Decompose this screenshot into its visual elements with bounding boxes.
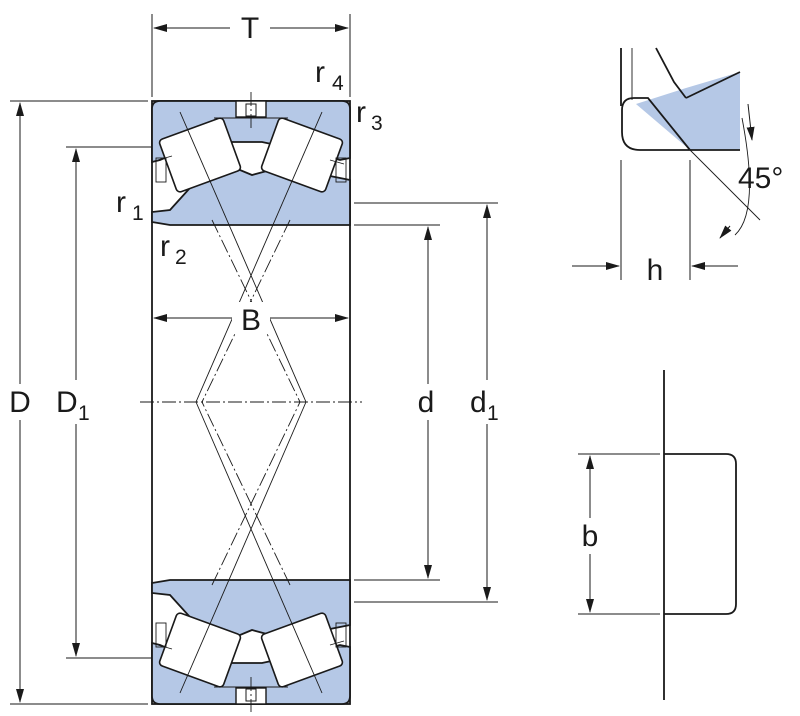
chamfer-detail-view: 45° h [572,47,783,287]
groove-detail-view: b [574,370,737,700]
label-D: D [9,386,31,419]
label-d: d [418,386,435,419]
label-r4-sub: 4 [332,72,344,95]
label-r2-sub: 2 [175,246,187,269]
cage-end-left-top [155,157,167,183]
roller-top-right [260,117,344,193]
bottom-ring-section [151,579,351,705]
cage-end-right-bottom [335,622,347,648]
label-d1: d [470,386,487,419]
main-section-view: T B D D 1 d d 1 r 4 r 3 r [4,12,508,712]
label-r1: r [116,186,126,219]
detail-corner [621,97,740,151]
groove-profile [664,453,737,615]
label-D1: D [56,386,78,419]
label-B: B [241,304,261,337]
cage-end-left-bottom [155,622,167,648]
label-r3-sub: 3 [371,112,383,135]
angle-arrow-bottom [719,225,732,239]
label-D1-sub: 1 [78,402,90,425]
label-d1-sub: 1 [487,402,499,425]
contact-lines [179,111,323,694]
label-r2: r [160,230,170,263]
label-h: h [647,254,664,287]
label-T: T [241,12,259,45]
detail-ring-piece [636,72,740,150]
cage-end-right-top [335,157,347,183]
angle-arrow-top [746,103,755,141]
label-r1-sub: 1 [132,202,144,225]
label-angle-45: 45° [738,162,783,195]
roller-top-left [158,117,242,193]
label-b: b [582,520,599,553]
top-ring-section [151,100,351,226]
label-r3: r [356,96,366,129]
label-r4: r [315,56,325,89]
